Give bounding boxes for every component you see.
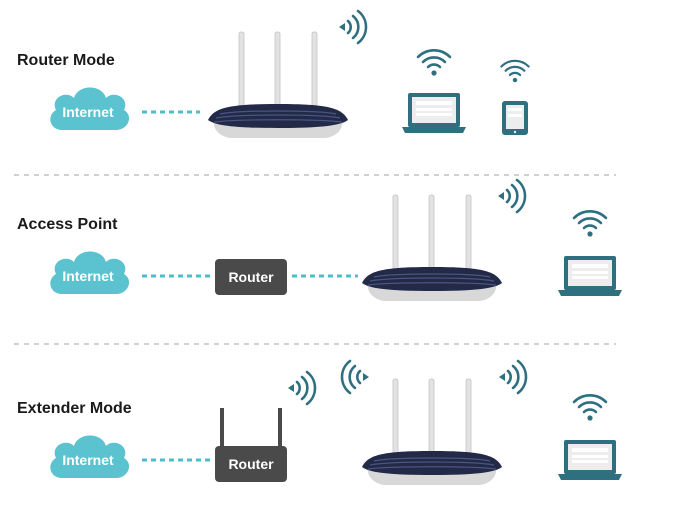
router-box-icon: Router: [215, 408, 287, 482]
router-label: Router: [228, 269, 274, 285]
wifi-signal-icon: [496, 178, 527, 214]
tablet-icon: [502, 101, 528, 135]
laptop-icon: [558, 256, 622, 296]
wifi-signal-icon: [416, 49, 452, 77]
router-box-icon: Router: [215, 259, 287, 295]
internet-label: Internet: [62, 104, 114, 120]
internet-cloud-icon: Internet: [50, 435, 130, 478]
wifi-signal-icon: [500, 59, 530, 84]
wifi-router-icon: [361, 194, 503, 302]
wifi-router-icon: [207, 31, 349, 139]
internet-cloud-icon: Internet: [50, 87, 130, 130]
wifi-signal-icon: [572, 210, 608, 238]
router-label: Router: [228, 456, 274, 472]
wifi-signal-icon: [497, 359, 528, 395]
internet-label: Internet: [62, 268, 114, 284]
wifi-signal-icon: [340, 359, 371, 395]
extender-mode-title: Extender Mode: [17, 400, 132, 417]
laptop-icon: [558, 440, 622, 480]
wifi-signal-icon: [286, 370, 317, 406]
wifi-signal-icon: [572, 394, 608, 422]
access-point-title: Access Point: [17, 216, 118, 233]
router-mode-title: Router Mode: [17, 52, 115, 69]
wifi-router-icon: [361, 378, 503, 486]
laptop-icon: [402, 93, 466, 133]
internet-cloud-icon: Internet: [50, 251, 130, 294]
internet-label: Internet: [62, 452, 114, 468]
wifi-signal-icon: [337, 9, 368, 45]
